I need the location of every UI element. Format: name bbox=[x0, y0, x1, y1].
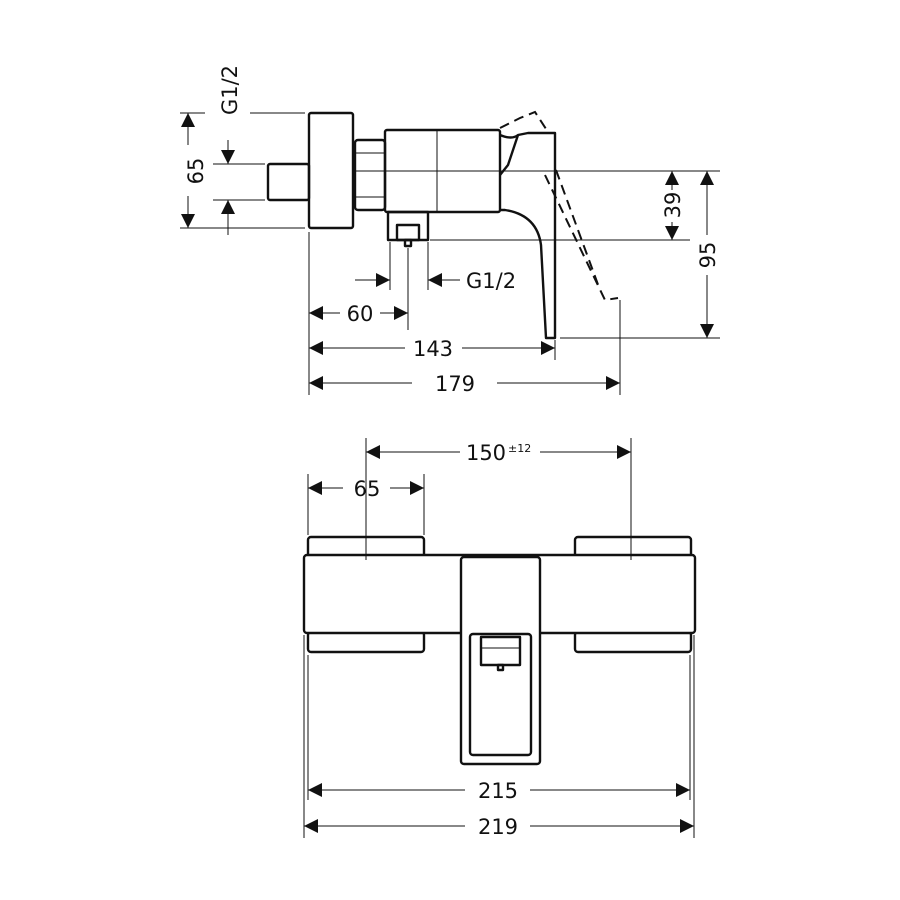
dim-39: 39 bbox=[661, 192, 685, 219]
connection-nut bbox=[353, 138, 387, 212]
dim-65-width: 65 bbox=[354, 477, 381, 501]
lever-open-position bbox=[499, 110, 619, 302]
dim-65-height: 65 bbox=[184, 158, 208, 185]
front-view: 150 ±12 65 215 219 bbox=[302, 438, 697, 839]
inlet-stub bbox=[266, 162, 311, 202]
flange-bottom-left bbox=[306, 630, 426, 654]
dim-150: 150 bbox=[466, 441, 506, 465]
thread-label-outlet: G1/2 bbox=[466, 269, 516, 293]
thread-label-inlet: G1/2 bbox=[218, 65, 242, 115]
lever-inner bbox=[468, 632, 533, 757]
outlet-front bbox=[479, 635, 522, 672]
dim-60: 60 bbox=[347, 302, 374, 326]
lever-front bbox=[459, 555, 542, 766]
lever-handle bbox=[499, 131, 557, 340]
dim-179: 179 bbox=[435, 372, 475, 396]
wall-flange bbox=[307, 111, 355, 230]
side-view: 65 G1/2 39 95 G1/2 60 143 179 bbox=[180, 65, 720, 396]
dim-215: 215 bbox=[478, 779, 518, 803]
lever-handle-outline bbox=[499, 134, 520, 176]
outlet-connector bbox=[386, 210, 430, 248]
dim-143: 143 bbox=[413, 337, 453, 361]
dim-150-tolerance: ±12 bbox=[508, 442, 531, 455]
flange-bottom-right bbox=[573, 630, 693, 654]
dim-219: 219 bbox=[478, 815, 518, 839]
dim-95: 95 bbox=[696, 242, 720, 269]
